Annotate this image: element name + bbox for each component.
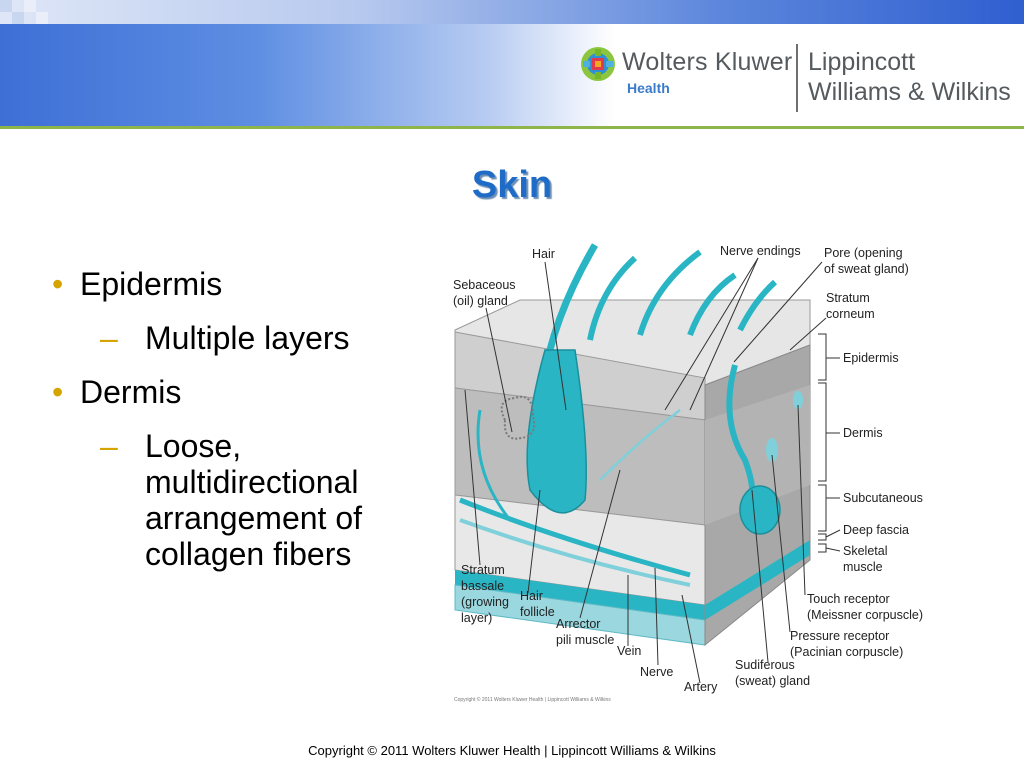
label-sudiferous-gland: (sweat) gland: [735, 674, 810, 688]
leader-line: [733, 261, 823, 363]
label-stratum-bassale: layer): [461, 611, 492, 625]
label-touch-receptor: Touch receptor: [807, 592, 890, 606]
wk-globe-icon: [581, 47, 615, 81]
bullet-item: Dermis: [48, 370, 428, 414]
bracket-subcutaneous: [818, 484, 827, 532]
sweat-gland-coil: [739, 485, 781, 535]
label-sudiferous-gland: Sudiferous: [735, 658, 795, 672]
hair-shaft: [637, 249, 702, 336]
label-nerve-endings: Nerve endings: [720, 244, 801, 258]
blood-vessel: [459, 497, 691, 578]
label-nerve: Nerve: [640, 665, 673, 679]
leader-line: [825, 547, 841, 552]
hair-shaft: [687, 272, 737, 337]
bracket-muscle: [818, 543, 827, 553]
decor-square: [24, 0, 36, 12]
leader-line: [797, 404, 806, 596]
decor-square: [0, 0, 12, 12]
sub-bullet-text: arrangement of: [145, 500, 363, 536]
label-pore: of sweat gland): [824, 262, 909, 276]
sub-bullet-text: Loose,: [145, 428, 242, 464]
leader-line: [544, 261, 567, 411]
label-stratum-bassale: bassale: [461, 579, 504, 593]
label-artery: Artery: [684, 680, 718, 694]
label-pressure-receptor: Pressure receptor: [790, 629, 889, 643]
bullet-list: Epidermis Multiple layers Dermis Loose, …: [48, 262, 428, 586]
label-subcutaneous: Subcutaneous: [843, 491, 923, 505]
slide-header: Wolters Kluwer Health Lippincott William…: [0, 0, 1024, 128]
label-vein: Vein: [617, 644, 641, 658]
publisher-name-line2: Williams & Wilkins: [808, 78, 1011, 106]
label-hair-follicle: Hair: [520, 589, 543, 603]
leader-line: [464, 389, 481, 566]
leader-line: [681, 594, 701, 684]
label-pore: Pore (opening: [824, 246, 903, 260]
leader-line: [664, 257, 759, 411]
leader-line: [485, 307, 513, 433]
label-arrector-pili: Arrector: [556, 617, 600, 631]
side-fascia: [705, 540, 810, 620]
bullet-item: Epidermis: [48, 262, 428, 306]
label-arrector-pili: pili muscle: [556, 633, 614, 647]
label-sebaceous: Sebaceous: [453, 278, 516, 292]
pressure-receptor: [766, 438, 778, 462]
leader-line: [654, 567, 659, 666]
leader-line: [789, 317, 827, 351]
sub-bullet-text: Multiple layers: [145, 320, 350, 356]
label-stratum-corneum: corneum: [826, 307, 875, 321]
label-hair: Hair: [532, 247, 555, 261]
sebaceous-gland: [500, 395, 536, 440]
logo-divider: [796, 44, 798, 112]
publisher-name-line1: Lippincott: [808, 48, 916, 76]
label-sebaceous: (oil) gland: [453, 294, 508, 308]
leader-line: [579, 469, 621, 619]
label-deep-fascia: Deep fascia: [843, 523, 909, 537]
skin-cross-section-figure: Hair Sebaceous (oil) gland Nerve endings…: [453, 243, 923, 694]
label-stratum-bassale: Stratum: [461, 563, 505, 577]
bracket-fascia: [818, 533, 827, 541]
leader-line: [751, 489, 769, 663]
label-skeletal-muscle: Skeletal: [843, 544, 887, 558]
label-pressure-receptor: (Pacinian corpuscle): [790, 645, 903, 659]
hair-shaft: [587, 255, 638, 341]
header-top-band: [0, 0, 1024, 24]
publisher-logo: Wolters Kluwer Health Lippincott William…: [580, 40, 1020, 114]
label-stratum-corneum: Stratum: [826, 291, 870, 305]
sub-bullet-text: collagen fibers: [145, 536, 352, 572]
brand-division: Health: [627, 80, 670, 96]
decor-square: [36, 12, 48, 24]
nerve-fiber: [476, 409, 512, 521]
leader-lines: [464, 257, 841, 684]
leader-line: [527, 489, 541, 594]
fascia-front-layer: [455, 570, 705, 620]
leader-line: [825, 529, 841, 538]
sub-bullet-text: multidirectional: [145, 464, 359, 500]
hair-follicle: [526, 349, 587, 514]
bracket-dermis: [818, 382, 827, 482]
leader-line: [689, 257, 759, 411]
blood-vessel: [459, 518, 691, 587]
brand-name: Wolters Kluwer: [622, 48, 793, 76]
touch-receptor: [793, 391, 803, 409]
label-hair-follicle: follicle: [520, 605, 555, 619]
slide-title: Skin: [471, 164, 553, 206]
sub-bullet-item: Loose, multidirectional arrangement of c…: [48, 428, 428, 572]
bracket-epidermis: [818, 333, 827, 381]
label-stratum-bassale: (growing: [461, 595, 509, 609]
figure-caption: Copyright © 2011 Wolters Kluwer Health |…: [454, 697, 611, 703]
slide-footer-copyright: Copyright © 2011 Wolters Kluwer Health |…: [308, 743, 716, 758]
decor-square: [12, 12, 24, 24]
leader-line: [771, 454, 791, 633]
label-touch-receptor: (Meissner corpuscle): [807, 608, 923, 622]
label-dermis: Dermis: [843, 426, 883, 440]
hair-shaft: [737, 279, 778, 332]
nerve-fiber: [599, 409, 681, 481]
label-epidermis: Epidermis: [843, 351, 899, 365]
label-skeletal-muscle: muscle: [843, 560, 883, 574]
header-divider: [0, 126, 1024, 129]
sub-bullet-item: Multiple layers: [48, 320, 428, 356]
